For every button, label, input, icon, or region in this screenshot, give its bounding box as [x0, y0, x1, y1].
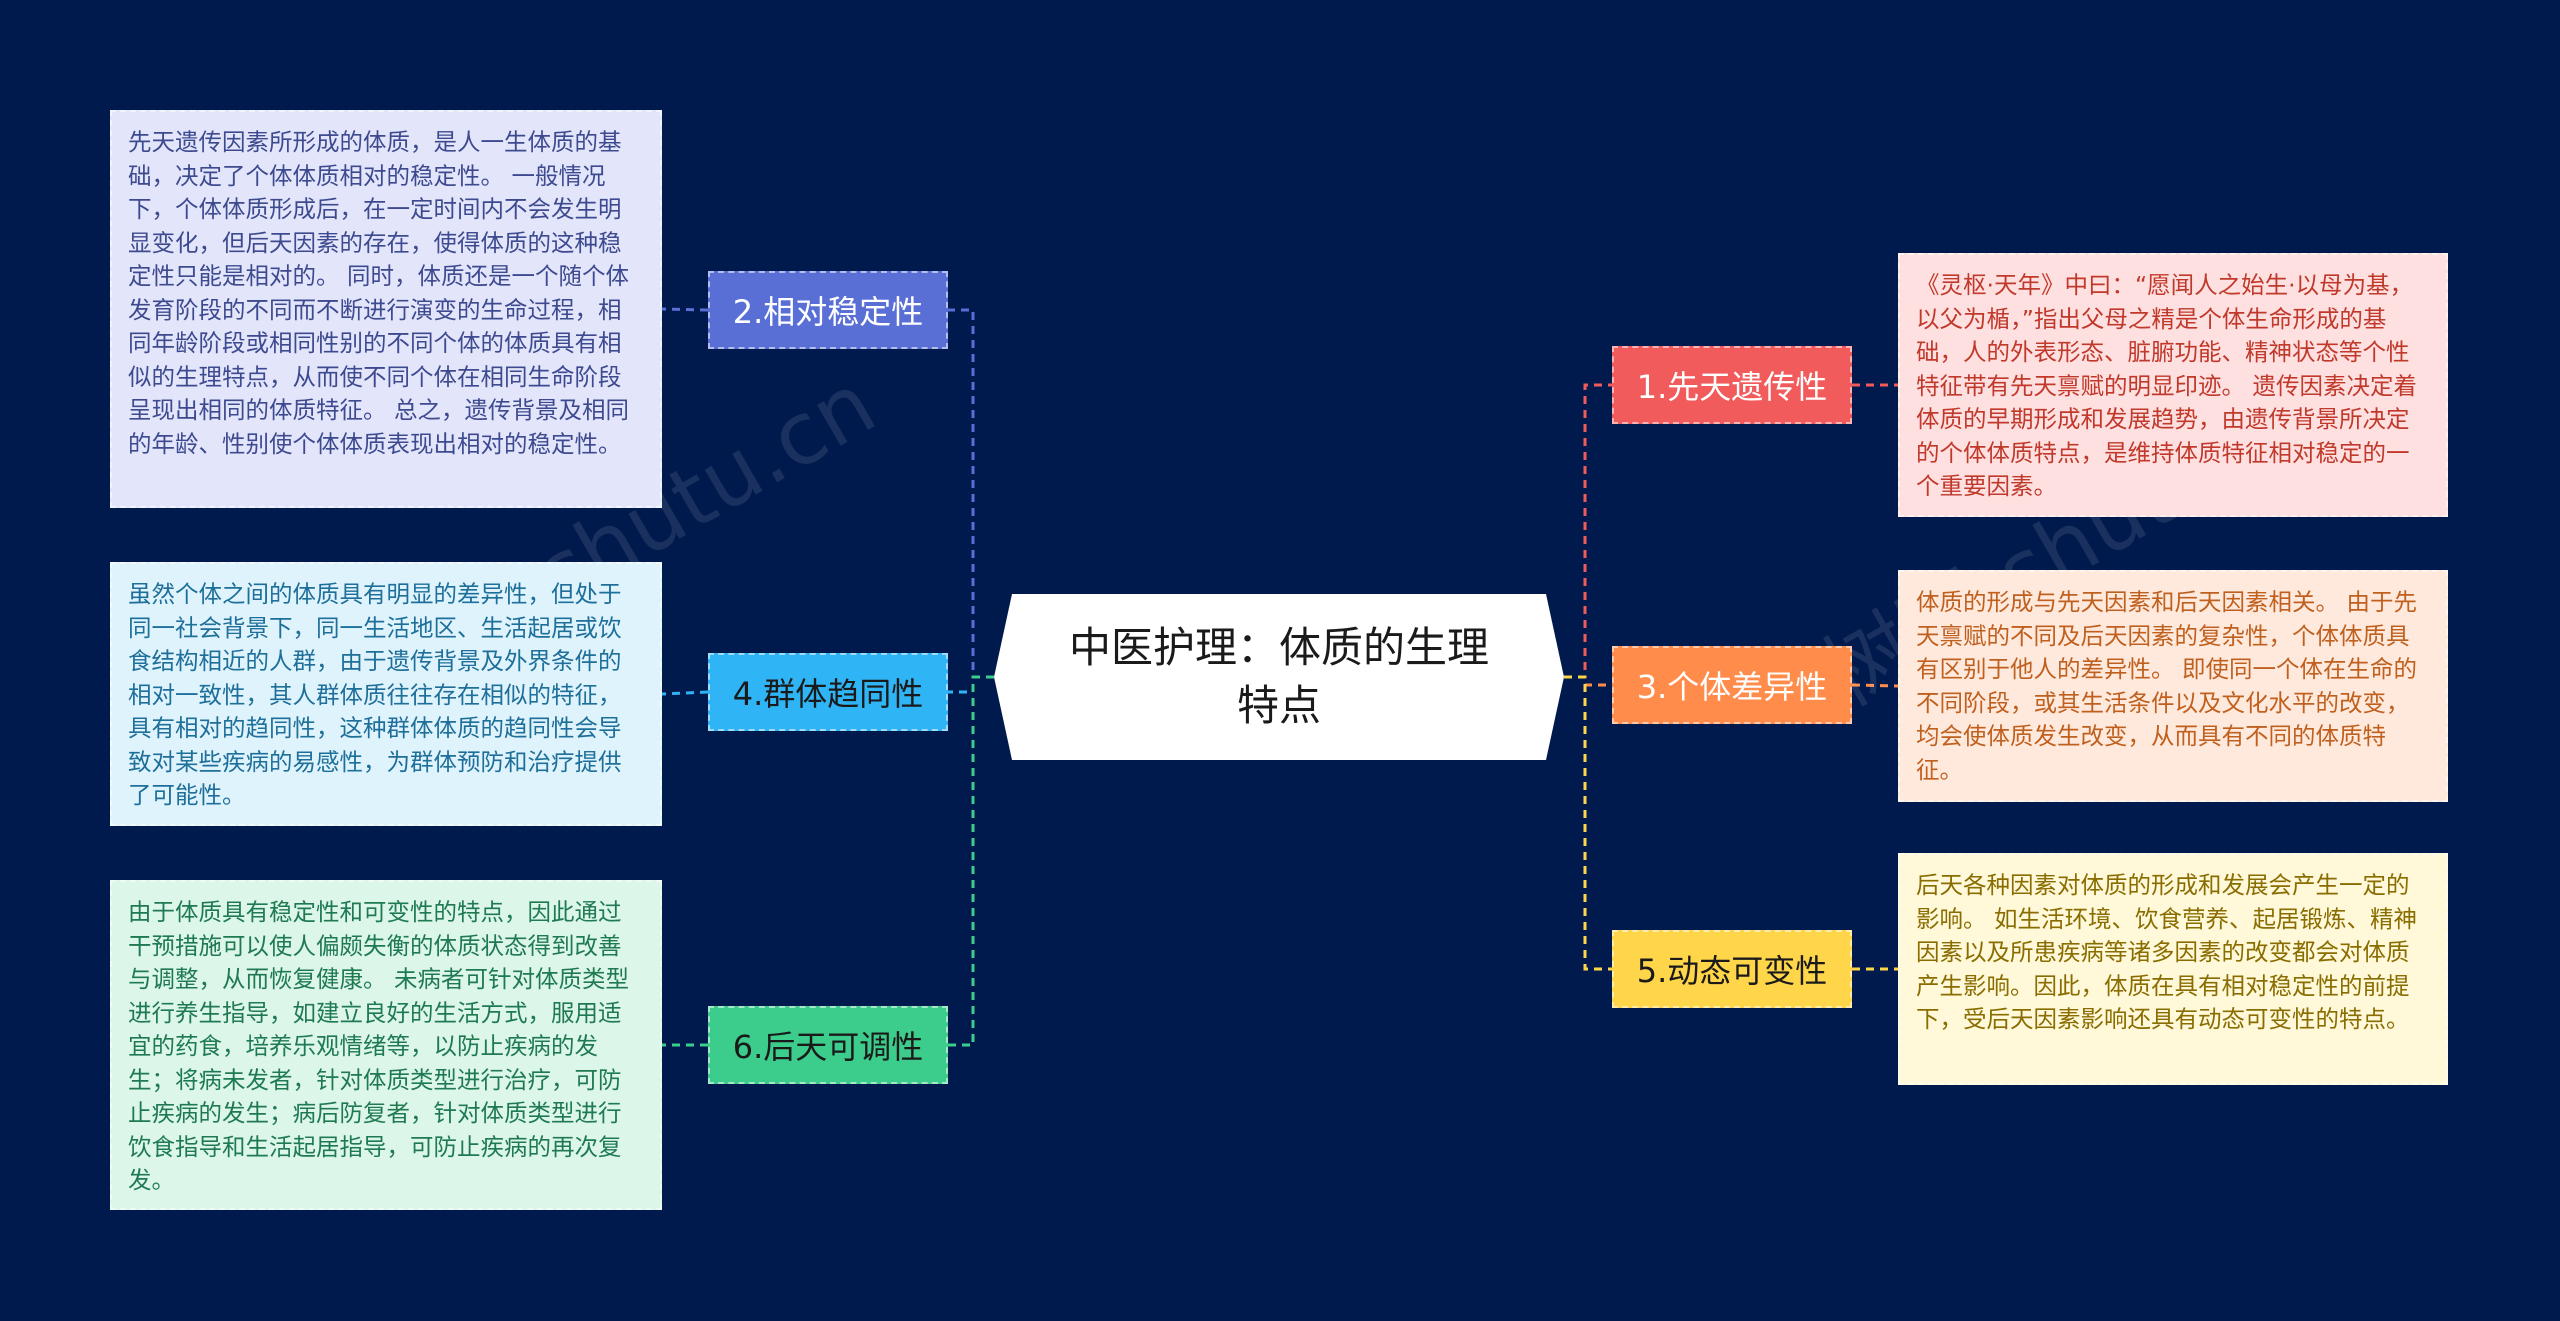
connector-leaf-b3 [1851, 683, 1899, 688]
connector-root-b5 [1564, 675, 1612, 971]
branch-node-dynamic-variability[interactable]: 5.动态可变性 [1612, 930, 1852, 1008]
leaf-text-individual-difference: 体质的形成与先天因素和后天因素相关。 由于先天禀赋的不同及后天因素的复杂性，个体… [1898, 570, 2448, 802]
connector-root-b4 [948, 675, 994, 694]
root-node-title[interactable]: 中医护理：体质的生理特点 [1068, 623, 1489, 730]
branch-node-adjustability[interactable]: 6.后天可调性 [708, 1006, 948, 1084]
leaf-text-group-convergence: 虽然个体之间的体质具有明显的差异性，但处于同一社会背景下，同一生活地区、生活起居… [110, 562, 662, 826]
branch-node-stability[interactable]: 2.相对稳定性 [708, 271, 948, 349]
leaf-text-stability: 先天遗传因素所形成的体质，是人一生体质的基础，决定了个体体质相对的稳定性。 一般… [110, 110, 662, 508]
connector-leaf-b4 [661, 690, 709, 696]
connector-root-b6 [948, 675, 994, 1047]
branch-node-group-convergence[interactable]: 4.群体趋同性 [708, 653, 948, 731]
connector-root-b2 [948, 308, 994, 679]
connector-root-b1 [1564, 383, 1612, 679]
leaf-text-hereditary: 《灵枢·天年》中曰：“愿闻人之始生·以母为基，以父为楯，”指出父母之精是个体生命… [1898, 253, 2448, 517]
branch-node-hereditary[interactable]: 1.先天遗传性 [1612, 346, 1852, 424]
connector-leaf-b2 [661, 307, 709, 312]
connector-root-b3 [1564, 675, 1612, 687]
leaf-text-dynamic-variability: 后天各种因素对体质的形成和发展会产生一定的影响。 如生活环境、饮食营养、起居锻炼… [1898, 853, 2448, 1085]
branch-node-individual-difference[interactable]: 3.个体差异性 [1612, 646, 1852, 724]
root-node-shape [994, 594, 1564, 760]
leaf-text-adjustability: 由于体质具有稳定性和可变性的特点，因此通过干预措施可以使人偏颇失衡的体质状态得到… [110, 880, 662, 1210]
